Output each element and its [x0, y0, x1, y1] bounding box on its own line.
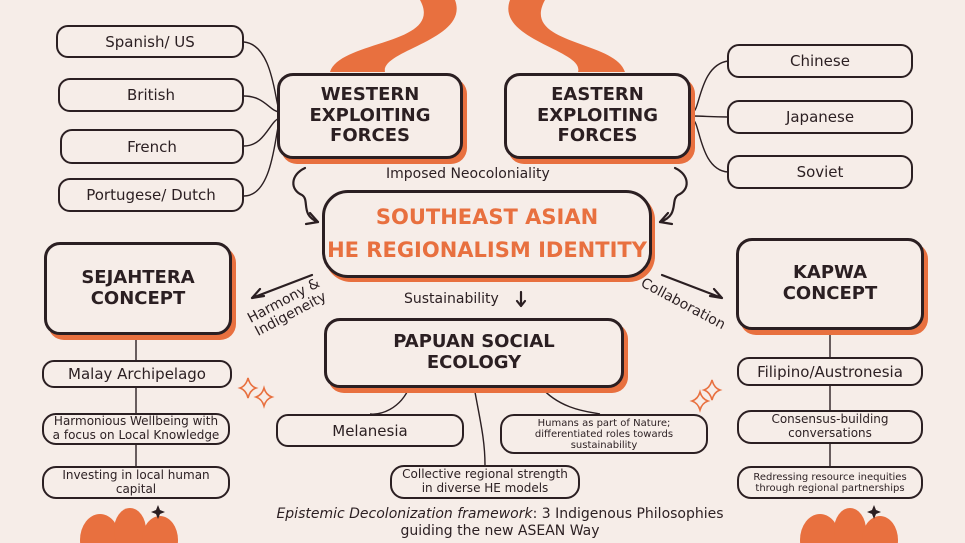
- papuan-item-humans: Humans as part of Nature; differentiated…: [500, 414, 708, 454]
- caption-rest: : 3 Indigenous Philosophies: [532, 506, 724, 522]
- kapwa-line-1: KAPWA: [792, 262, 868, 284]
- kapwa-item-redressing: Redressing resource inequities through r…: [737, 466, 923, 499]
- caption-line-2: guiding the new ASEAN Way: [400, 522, 600, 539]
- eastern-line-2: EXPLOITING: [536, 104, 658, 126]
- papuan-item-melanesia: Melanesia: [276, 414, 464, 447]
- flower-decoration: [80, 508, 898, 543]
- sejahtera-item-wellbeing: Harmonious Wellbeing with a focus on Loc…: [42, 413, 230, 445]
- caption-emphasis: Epistemic Decolonization framework: [276, 506, 533, 522]
- center-line-2: HE REGIONALISM IDENTITY: [327, 238, 647, 262]
- kapwa-line-2: CONCEPT: [782, 283, 878, 304]
- sejahtera-item-malay: Malay Archipelago: [42, 360, 232, 388]
- sustainability-label: Sustainability: [404, 291, 499, 307]
- western-line-1: WESTERN: [320, 83, 420, 105]
- western-forces-box: WESTERN EXPLOITING FORCES: [277, 73, 463, 159]
- sparkle-icon: [237, 377, 723, 413]
- kapwa-item-filipino: Filipino/Austronesia: [737, 357, 923, 386]
- papuan-ecology-box: PAPUAN SOCIAL ECOLOGY: [324, 318, 624, 388]
- western-swoosh: [330, 0, 457, 72]
- sejahtera-line-2: CONCEPT: [90, 287, 186, 309]
- framework-caption: Epistemic Decolonization framework: 3 In…: [220, 506, 780, 540]
- eastern-item-japanese: Japanese: [727, 100, 913, 134]
- sejahtera-concept-box: SEJAHTERA CONCEPT: [44, 242, 232, 335]
- western-item-spanish: Spanish/ US: [56, 25, 244, 58]
- kapwa-concept-box: KAPWA CONCEPT: [736, 238, 924, 330]
- eastern-forces-box: EASTERN EXPLOITING FORCES: [504, 73, 691, 159]
- eastern-line-1: EASTERN: [551, 83, 644, 105]
- eastern-line-3: FORCES: [557, 125, 638, 147]
- western-line-3: FORCES: [330, 125, 410, 147]
- eastern-item-chinese: Chinese: [727, 44, 913, 78]
- papuan-item-collective: Collective regional strength in diverse …: [390, 465, 580, 499]
- papuan-line-1: PAPUAN SOCIAL: [393, 331, 555, 353]
- western-item-french: French: [60, 129, 244, 164]
- center-regionalism-box: SOUTHEAST ASIAN HE REGIONALISM IDENTITY: [322, 190, 652, 278]
- kapwa-item-consensus: Consensus-building conversations: [737, 410, 923, 444]
- imposed-neocoloniality-label: Imposed Neocoloniality: [386, 166, 550, 182]
- sejahtera-item-investing: Investing in local human capital: [42, 466, 230, 499]
- western-item-british: British: [58, 78, 244, 112]
- sejahtera-line-1: SEJAHTERA: [81, 266, 195, 288]
- western-item-portugese: Portugese/ Dutch: [58, 178, 244, 212]
- eastern-item-soviet: Soviet: [727, 155, 913, 189]
- eastern-swoosh: [508, 0, 625, 72]
- papuan-line-2: ECOLOGY: [426, 352, 522, 373]
- western-line-2: EXPLOITING: [309, 104, 431, 126]
- center-line-1: SOUTHEAST ASIAN: [375, 205, 599, 230]
